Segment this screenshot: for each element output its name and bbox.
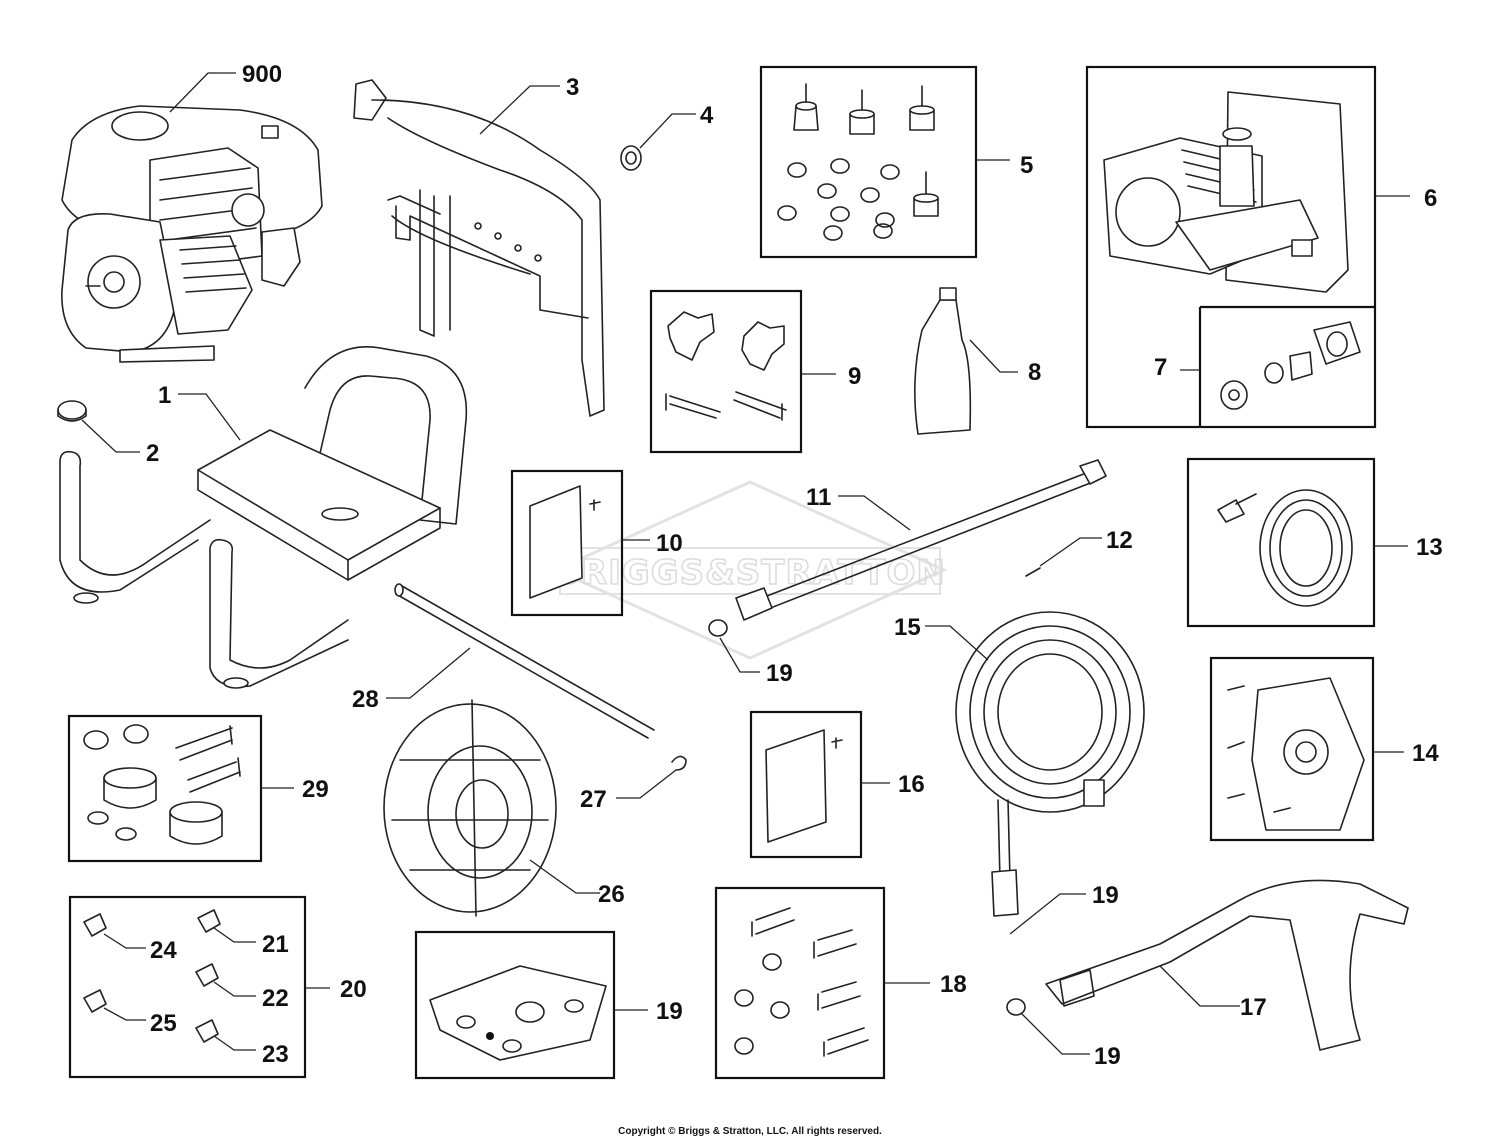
kit-boxes [67, 65, 1377, 1080]
label-part-19-gun: 19 [1094, 1043, 1121, 1070]
kit-box-29 [67, 714, 263, 863]
kit-box-6 [1085, 65, 1377, 429]
kit-box-20 [68, 895, 307, 1079]
label-part-22: 22 [262, 985, 289, 1012]
screws-kit-20-drawing [83, 909, 221, 1043]
decal-kit-10-drawing [529, 485, 601, 599]
label-part-900: 900 [242, 61, 282, 88]
label-part-12: 12 [1106, 527, 1133, 554]
fittings-kit-7-drawing [1220, 321, 1361, 410]
hose-drawing [955, 611, 1145, 917]
label-part-25: 25 [150, 1010, 177, 1037]
tube-drawing [914, 287, 972, 435]
kit-box-7 [1198, 305, 1375, 427]
label-part-23: 23 [262, 1041, 289, 1068]
part-labels: 900 3 4 5 6 7 8 9 1 2 10 11 12 13 14 15 … [146, 61, 1443, 1070]
label-part-11: 11 [806, 484, 831, 511]
pin-drawing [1025, 567, 1041, 577]
kit-box-13 [1186, 457, 1376, 628]
cap-drawing [57, 400, 87, 422]
label-part-26: 26 [598, 881, 625, 908]
label-part-13: 13 [1416, 534, 1443, 561]
label-part-5: 5 [1020, 152, 1033, 179]
engine-drawing [61, 105, 323, 363]
nut-drawing [620, 145, 642, 171]
kit-box-14 [1209, 656, 1375, 842]
pump-drawing [1103, 91, 1349, 293]
label-part-14: 14 [1412, 740, 1439, 767]
leader-lines [81, 72, 1410, 1055]
clip-drawing [671, 755, 687, 771]
frame-drawing [59, 346, 468, 689]
label-part-19-lance: 19 [766, 660, 793, 687]
label-part-6: 6 [1424, 185, 1437, 212]
kit-box-9 [649, 289, 803, 454]
label-part-16: 16 [898, 771, 925, 798]
label-part-7: 7 [1154, 354, 1167, 381]
label-part-2: 2 [146, 440, 159, 467]
label-part-29: 29 [302, 776, 329, 803]
axle-drawing [394, 583, 655, 739]
label-part-28: 28 [352, 686, 379, 713]
decal-sheet-kit-19-drawing [429, 965, 607, 1061]
copyright-notice: Copyright © Briggs & Stratton, LLC. All … [618, 1126, 882, 1137]
kit-box-16 [749, 710, 863, 859]
label-part-8: 8 [1028, 359, 1041, 386]
label-part-20: 20 [340, 976, 367, 1003]
label-part-19-sheet: 19 [656, 998, 683, 1025]
screws-kit-18-drawing [734, 907, 869, 1057]
label-part-19-hose: 19 [1092, 882, 1119, 909]
watermark-brand-text: BRIGGS&STRATTON [554, 553, 946, 593]
mounts-kit-29-drawing [83, 724, 241, 845]
label-part-3: 3 [566, 74, 579, 101]
kit-box-5 [759, 65, 978, 259]
label-part-17: 17 [1240, 994, 1267, 1021]
kit-box-19-sheet [414, 930, 616, 1080]
handle-drawing [353, 79, 605, 417]
label-part-9: 9 [848, 363, 861, 390]
label-part-27: 27 [580, 786, 607, 813]
gun-drawing [1006, 879, 1409, 1051]
label-part-4: 4 [700, 102, 714, 129]
knobs-kit-9-drawing [665, 311, 787, 421]
kit-box-18 [714, 886, 886, 1080]
label-part-1: 1 [158, 382, 171, 409]
kit-box-10 [510, 469, 624, 617]
brand-watermark: BRIGGS&STRATTON [552, 480, 948, 660]
lance-drawing [708, 459, 1107, 637]
mounts-kit-5-drawing [777, 83, 939, 241]
label-part-21: 21 [262, 931, 289, 958]
hose-kit-13-drawing [1217, 489, 1353, 607]
label-part-10: 10 [656, 530, 683, 557]
label-part-18: 18 [940, 971, 967, 998]
label-part-24: 24 [150, 937, 177, 964]
wheel-drawing [383, 699, 557, 917]
plate-kit-14-drawing [1227, 677, 1365, 831]
decal-kit-16-drawing [765, 729, 843, 843]
label-part-15: 15 [894, 614, 921, 641]
